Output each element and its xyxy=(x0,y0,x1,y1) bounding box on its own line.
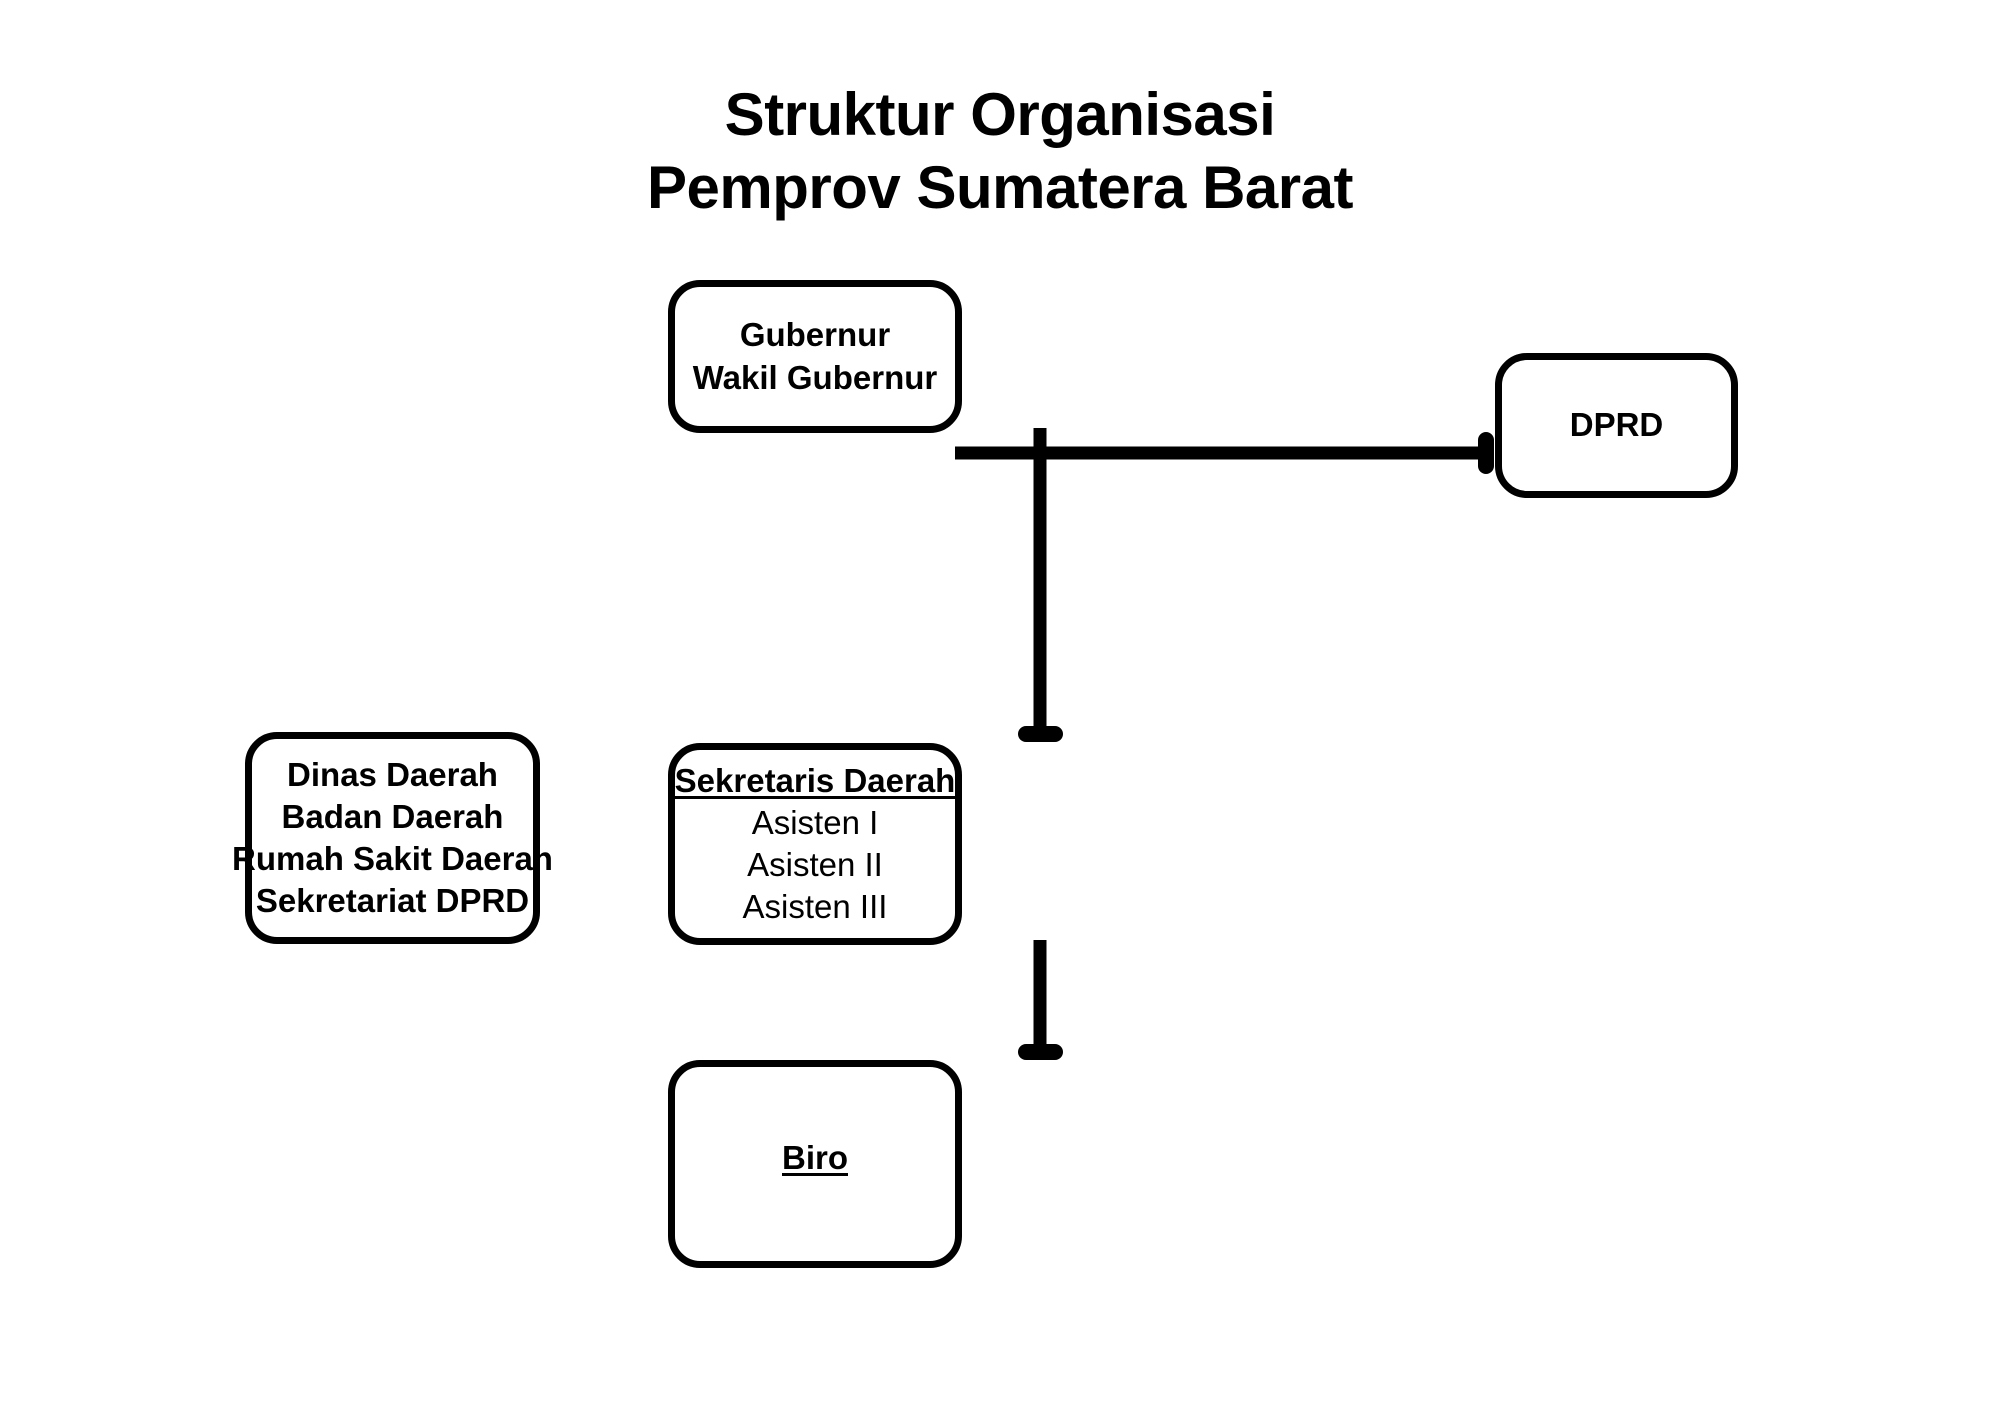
edge-terminator-bar xyxy=(1478,432,1494,474)
node-dinas-line-3: Rumah Sakit Daerah xyxy=(232,840,553,877)
node-sekda-asisten-1: Asisten I xyxy=(751,803,879,841)
node-sekretaris-daerah[interactable]: Sekretaris Daerah Asisten I Asisten II A… xyxy=(668,743,962,945)
node-dinas-line-4: Sekretariat DPRD xyxy=(255,882,530,920)
page-title: Struktur Organisasi Pemprov Sumatera Bar… xyxy=(0,78,2000,224)
edge-terminator-bar xyxy=(1018,726,1063,742)
node-sekda-title: Sekretaris Daerah xyxy=(674,761,956,799)
node-sekda-asisten-2: Asisten II xyxy=(747,846,883,883)
node-biro-title: Biro xyxy=(782,1139,848,1176)
page-title-line-1: Struktur Organisasi xyxy=(724,81,1276,148)
node-dinas-daerah[interactable]: Dinas Daerah Badan Daerah Rumah Sakit Da… xyxy=(232,732,553,944)
node-biro[interactable]: Biro xyxy=(668,1060,962,1268)
node-dinas-line-2: Badan Daerah xyxy=(281,797,504,835)
node-dinas-line-1: Dinas Daerah xyxy=(287,755,498,793)
node-gubernur[interactable]: Gubernur Wakil Gubernur xyxy=(668,280,962,433)
edge-sekda-to-biro xyxy=(1018,940,1063,1060)
page-title-line-2: Pemprov Sumatera Barat xyxy=(647,154,1353,222)
node-dinas-text-group: Dinas Daerah Badan Daerah Rumah Sakit Da… xyxy=(213,754,573,923)
node-sekda-asisten-3: Asisten III xyxy=(742,888,888,926)
edge-gubernur-to-sekda xyxy=(1018,428,1063,742)
edge-terminator-bar xyxy=(1018,1044,1063,1060)
node-dprd[interactable]: DPRD xyxy=(1495,353,1738,498)
node-dprd-line-1: DPRD xyxy=(1569,406,1664,444)
node-gubernur-line-2: Wakil Gubernur xyxy=(692,358,938,396)
node-gubernur-line-1: Gubernur xyxy=(739,316,891,354)
